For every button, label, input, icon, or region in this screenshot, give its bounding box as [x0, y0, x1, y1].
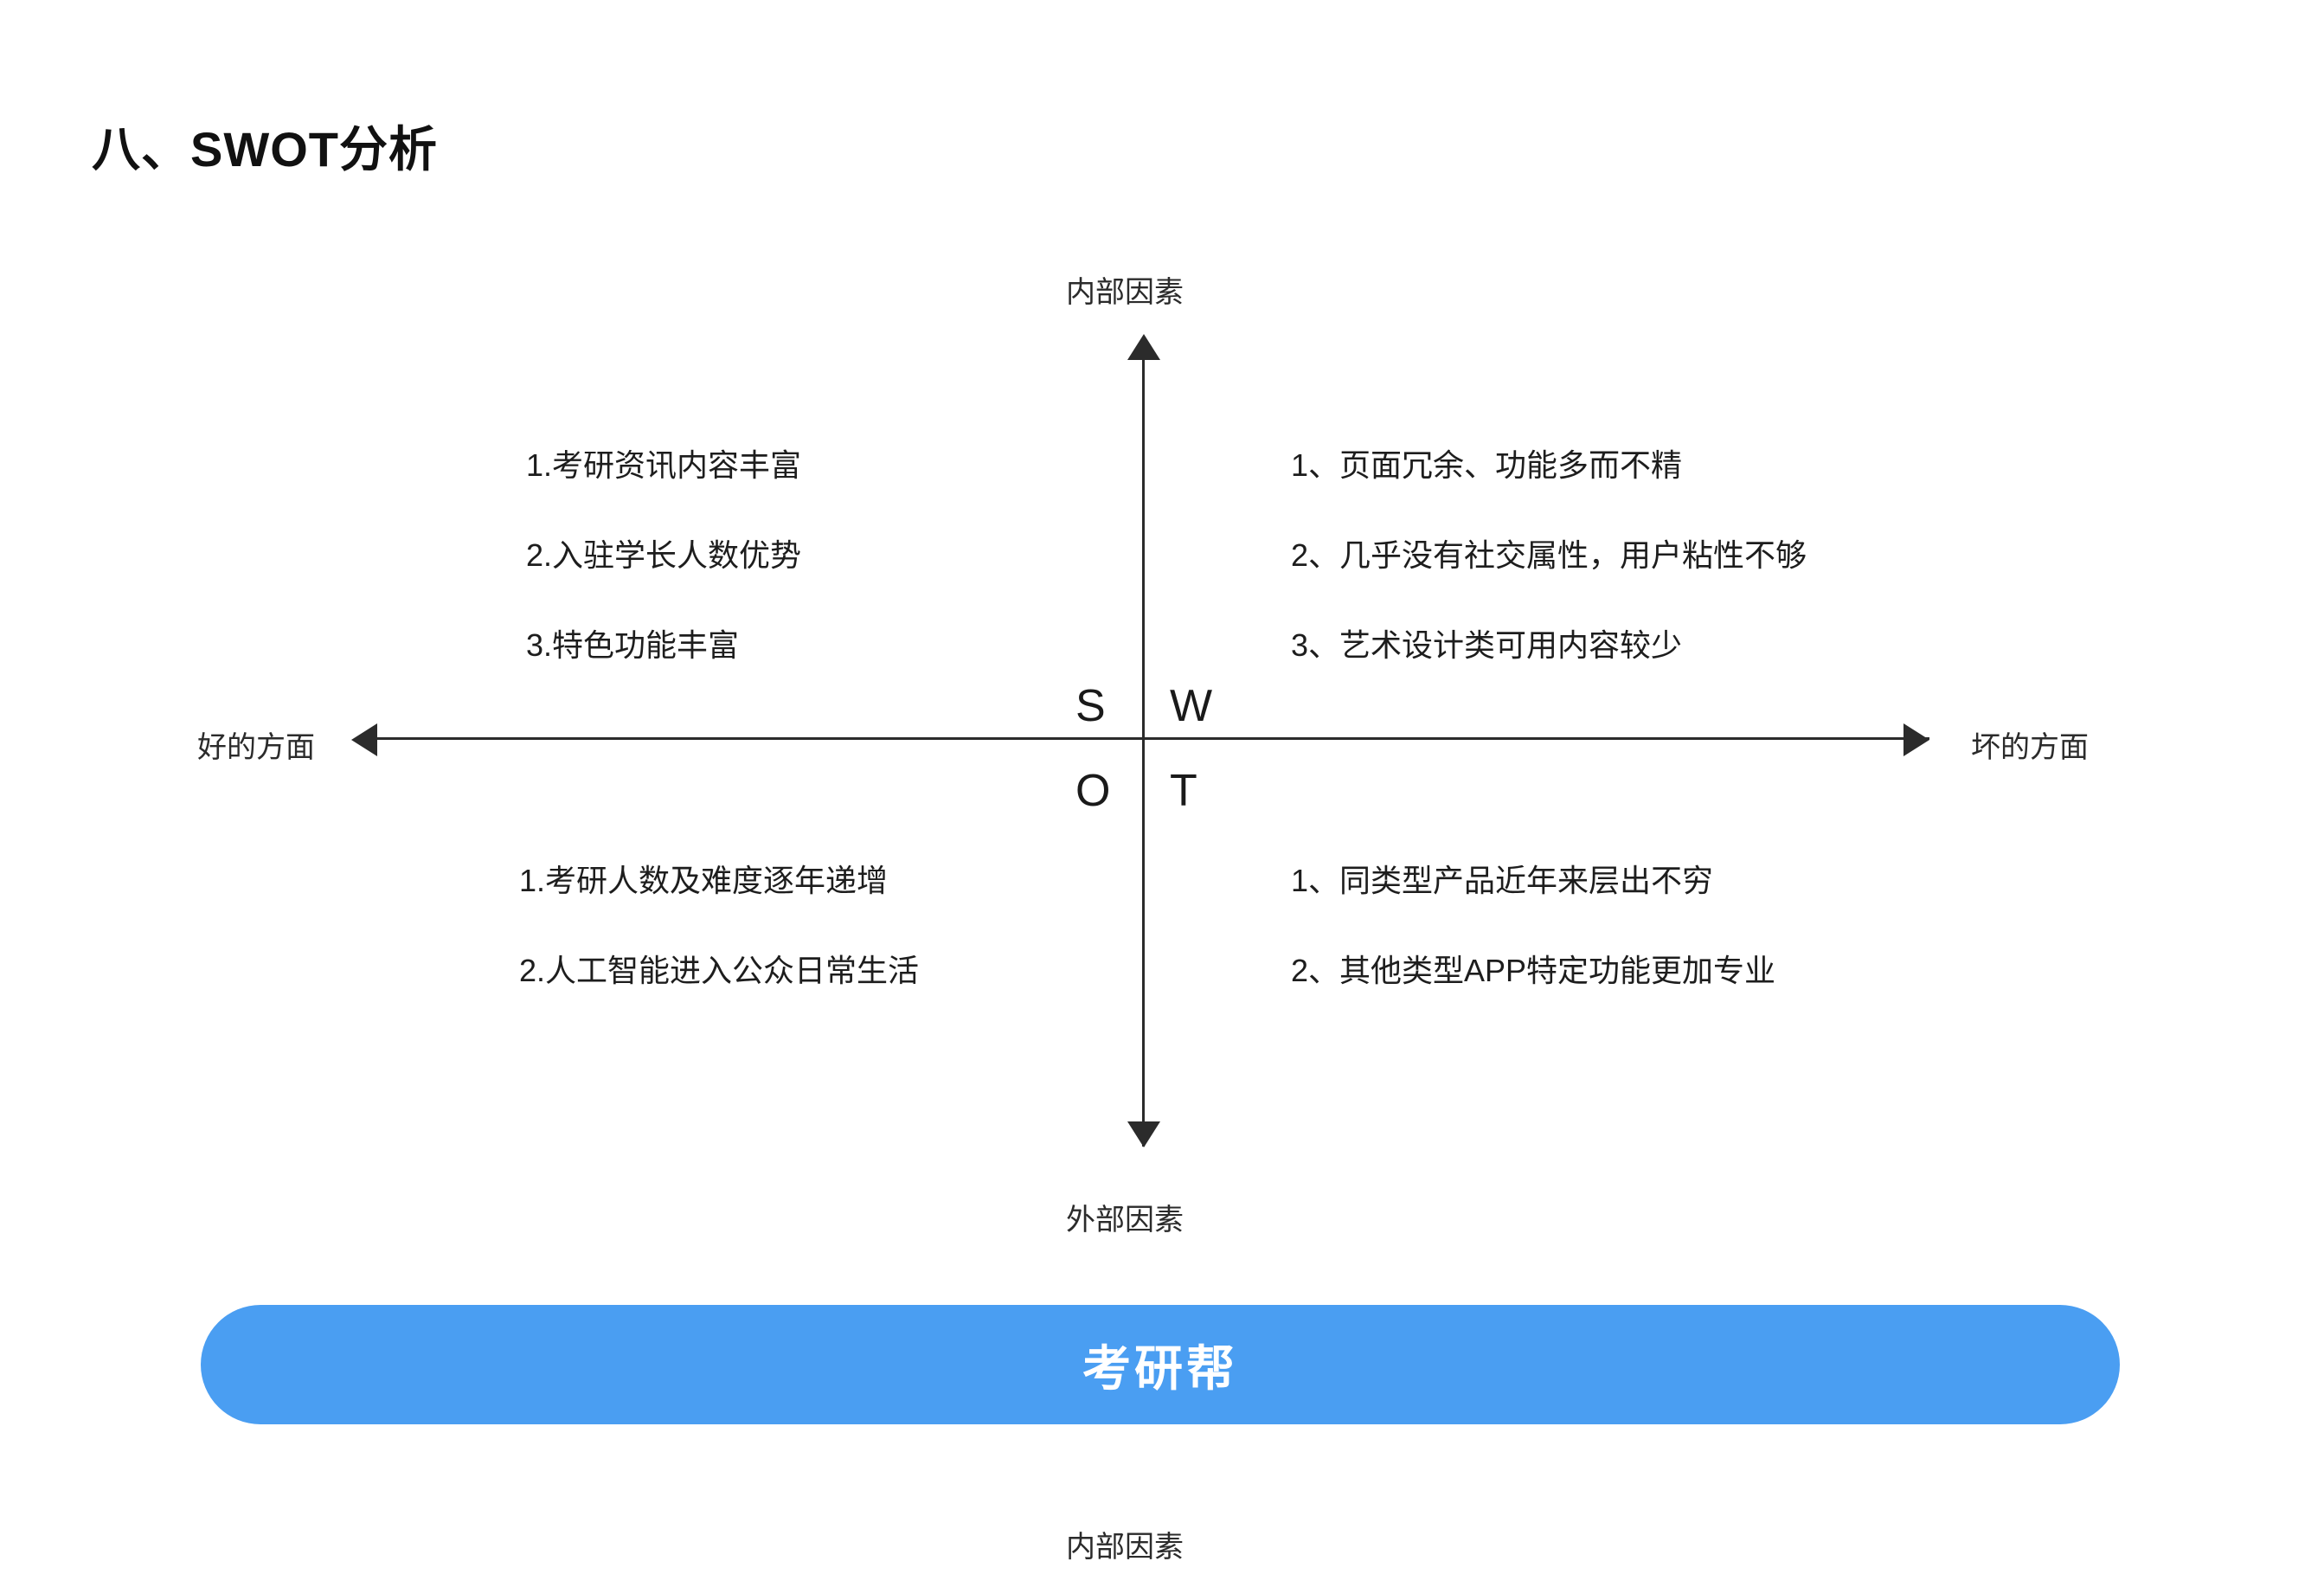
arrow-right-icon	[1903, 723, 1929, 756]
brand-banner[interactable]: 考研帮	[201, 1305, 2120, 1424]
quadrant-item: 1.考研人数及难度逐年递增	[519, 863, 889, 898]
quadrant-item: 3、艺术设计类可用内容较少	[1291, 627, 1683, 663]
quadrant-weaknesses: 1、页面冗余、功能多而不精 2、几乎没有社交属性，用户粘性不够 3、艺术设计类可…	[1291, 450, 1807, 720]
quadrant-item: 2.人工智能进入公众日常生活	[519, 953, 920, 988]
quadrant-letter-w: W	[1170, 681, 1213, 731]
axis-label-good-side: 好的方面	[197, 731, 315, 764]
quadrant-letter-s: S	[1075, 681, 1106, 731]
quadrant-item: 1、页面冗余、功能多而不精	[1291, 447, 1683, 483]
quadrant-item: 2.入驻学长人数优势	[526, 537, 802, 573]
arrow-left-icon	[351, 723, 377, 756]
arrow-up-icon	[1127, 334, 1160, 360]
quadrant-opportunities: 1.考研人数及难度逐年递增 2.人工智能进入公众日常生活	[519, 865, 919, 1045]
quadrant-letter-o: O	[1075, 766, 1111, 816]
brand-banner-label: 考研帮	[1082, 1340, 1238, 1396]
quadrant-item: 2、几乎没有社交属性，用户粘性不够	[1291, 537, 1807, 573]
quadrant-threats: 1、同类型产品近年来层出不穷 2、其他类型APP特定功能更加专业	[1291, 865, 1775, 1045]
arrow-down-icon	[1127, 1121, 1160, 1147]
quadrant-item: 2、其他类型APP特定功能更加专业	[1291, 953, 1776, 988]
footer-label-internal: 内部因素	[1066, 1531, 1184, 1564]
quadrant-item: 3.特色功能丰富	[526, 627, 740, 663]
quadrant-strengths: 1.考研资讯内容丰富 2.入驻学长人数优势 3.特色功能丰富	[526, 450, 801, 720]
quadrant-letter-t: T	[1170, 766, 1197, 816]
quadrant-item: 1.考研资讯内容丰富	[526, 447, 802, 483]
vertical-axis-line	[1142, 346, 1145, 1147]
axis-label-bad-side: 坏的方面	[1971, 731, 2089, 764]
quadrant-item: 1、同类型产品近年来层出不穷	[1291, 863, 1714, 898]
horizontal-axis-line	[363, 737, 1929, 740]
page-title: 八、SWOT分析	[92, 122, 438, 177]
swot-diagram: 内部因素 外部因素 好的方面 坏的方面 S W O T 1.考研资讯内容丰富 2…	[197, 276, 2089, 1237]
axis-label-external-bottom: 外部因素	[1066, 1204, 1184, 1237]
axis-label-internal-top: 内部因素	[1066, 276, 1184, 309]
